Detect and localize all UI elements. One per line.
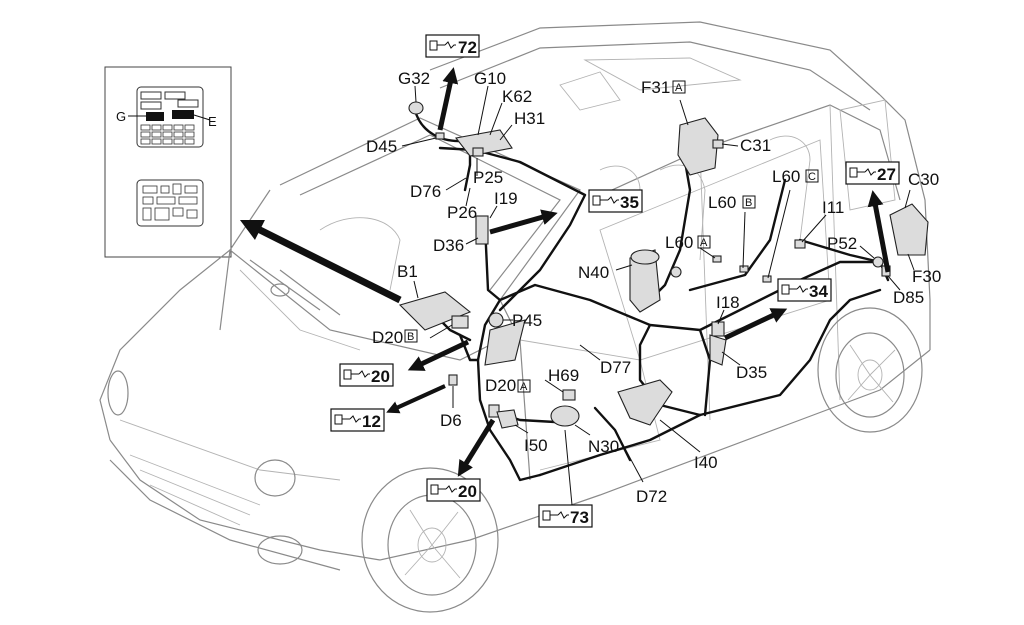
label-n40: N40	[578, 263, 609, 282]
reference-boxes: 72 35 27 34 20 12 20	[330, 34, 900, 528]
label-i50: I50	[524, 436, 548, 455]
ref-number-12: 12	[362, 412, 381, 431]
ref-number-20-lower: 20	[458, 482, 477, 501]
label-d36: D36	[433, 236, 464, 255]
fuse-box-inset: G E	[104, 66, 232, 258]
ref-number-72: 72	[458, 38, 477, 57]
inset-label-e: E	[208, 114, 217, 129]
label-d20-b: D20	[372, 328, 403, 347]
label-d6: D6	[440, 411, 462, 430]
ref-number-27: 27	[877, 165, 896, 184]
label-d45: D45	[366, 137, 397, 156]
ref-number-35: 35	[620, 193, 639, 212]
ref-box-12[interactable]: 12	[330, 408, 385, 432]
label-l60-b: L60	[708, 193, 736, 212]
label-f30: F30	[912, 267, 941, 286]
label-p52: P52	[827, 234, 857, 253]
label-i40: I40	[694, 453, 718, 472]
label-p45: P45	[512, 311, 542, 330]
label-d76: D76	[410, 182, 441, 201]
components	[398, 101, 929, 429]
ref-box-34[interactable]: 34	[777, 278, 832, 302]
label-h31: H31	[514, 109, 545, 128]
label-n30: N30	[588, 437, 619, 456]
label-b1: B1	[397, 262, 418, 281]
ref-box-72[interactable]: 72	[425, 34, 480, 58]
suffix-d20-b: B	[407, 331, 414, 343]
ref-box-20-upper[interactable]: 20	[339, 363, 394, 387]
label-l60-a: L60	[665, 233, 693, 252]
label-d35: D35	[736, 363, 767, 382]
ref-box-35[interactable]: 35	[588, 189, 643, 213]
label-c31: C31	[740, 136, 771, 155]
label-d85: D85	[893, 288, 924, 307]
label-f31: F31	[641, 78, 670, 97]
inset-label-g: G	[116, 109, 126, 124]
label-p25: P25	[473, 168, 503, 187]
leader-lines	[401, 85, 915, 506]
label-g32: G32	[398, 69, 430, 88]
suffix-d20-a: A	[520, 381, 528, 393]
label-l60-c: L60	[772, 167, 800, 186]
wiring-harness	[413, 108, 890, 482]
label-i11: I11	[822, 198, 844, 217]
suffix-l60-b: B	[745, 197, 752, 209]
ref-number-20-upper: 20	[371, 367, 390, 386]
ref-box-27[interactable]: 27	[845, 161, 900, 185]
label-h69: H69	[548, 366, 579, 385]
label-d72: D72	[636, 487, 667, 506]
label-k62: K62	[502, 87, 532, 106]
direction-arrows	[239, 67, 891, 477]
car-outline	[99, 21, 931, 613]
label-d77: D77	[600, 358, 631, 377]
suffix-f31: A	[675, 82, 683, 94]
ref-box-73[interactable]: 73	[538, 504, 593, 528]
label-g10: G10	[474, 69, 506, 88]
ref-box-20-lower[interactable]: 20	[426, 478, 481, 502]
label-i18: I18	[716, 293, 740, 312]
label-d20-a: D20	[485, 376, 516, 395]
ref-number-34: 34	[809, 282, 828, 301]
suffix-l60-a: A	[700, 237, 708, 249]
component-labels: G32 G10 K62 H31 D45 D76 P25 P26 I19 D36 …	[366, 69, 941, 506]
label-i19: I19	[494, 189, 518, 208]
label-c30: C30	[908, 170, 939, 189]
ref-number-73: 73	[570, 508, 589, 527]
label-p26: P26	[447, 203, 477, 222]
suffix-l60-c: C	[808, 171, 816, 183]
